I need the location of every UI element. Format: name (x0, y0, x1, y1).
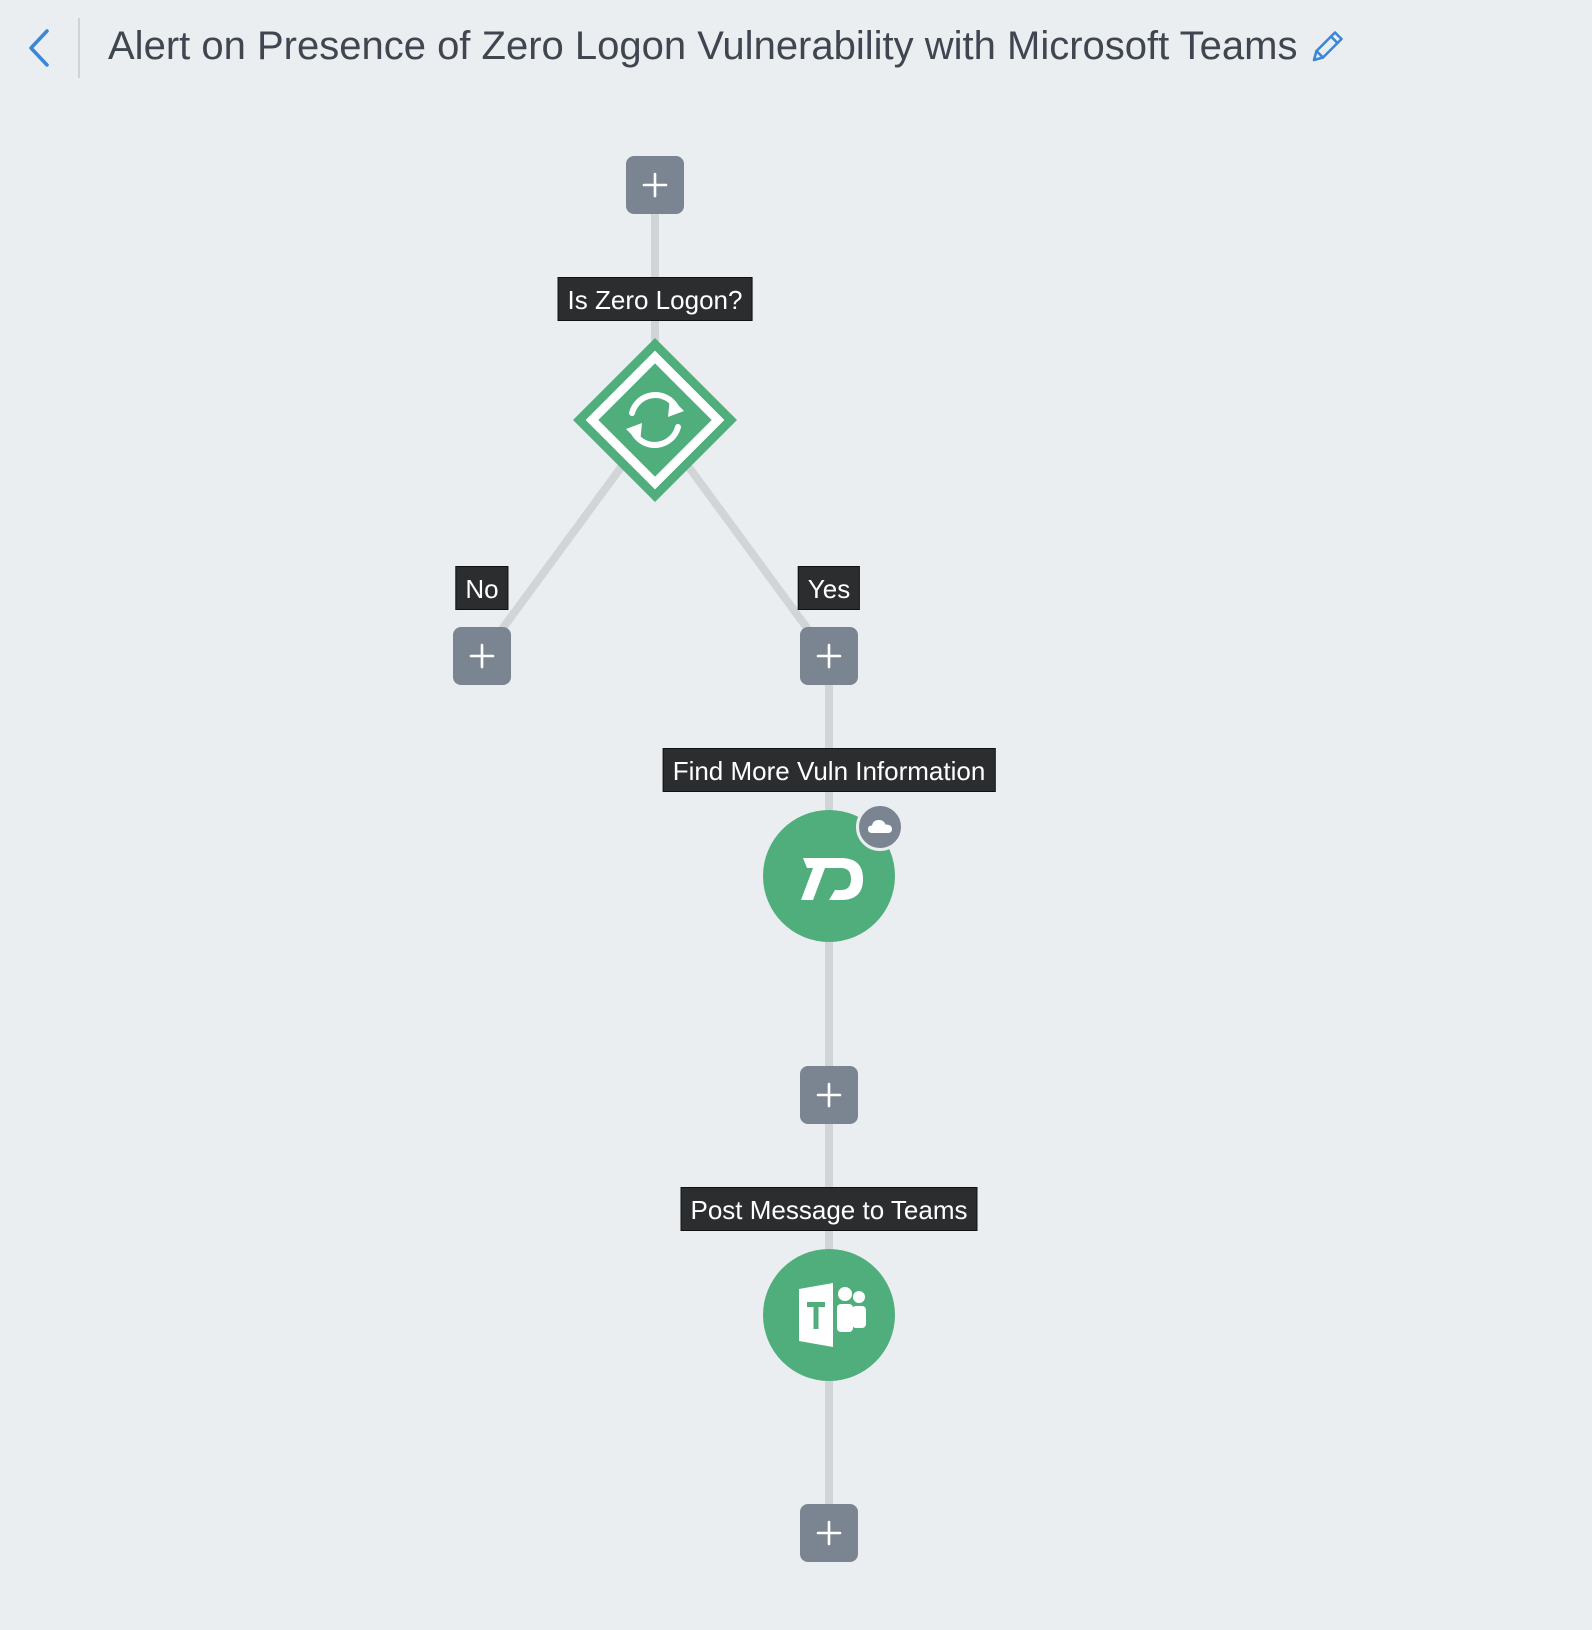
cloud-badge (856, 803, 904, 851)
action-node-find-more-vuln-information[interactable] (763, 810, 895, 942)
edit-title-button[interactable] (1308, 26, 1348, 66)
add-step-button-end[interactable] (800, 1504, 858, 1562)
plus-icon (469, 643, 495, 669)
header-divider (78, 18, 80, 78)
plus-icon (816, 1082, 842, 1108)
branch-label-no: No (455, 566, 509, 610)
chevron-left-icon (29, 29, 49, 67)
branch-label-yes: Yes (797, 566, 861, 610)
connector-yes-branch (684, 462, 814, 636)
plus-icon (816, 643, 842, 669)
step-label-post-message-to-teams[interactable]: Post Message to Teams (680, 1187, 978, 1231)
add-step-button-yes-branch[interactable] (800, 627, 858, 685)
action-node-post-message-to-teams[interactable] (763, 1249, 895, 1381)
add-step-button-no-branch[interactable] (453, 627, 511, 685)
plus-icon (816, 1520, 842, 1546)
workflow-header: Alert on Presence of Zero Logon Vulnerab… (0, 0, 1592, 96)
add-step-button-after-vuln[interactable] (800, 1066, 858, 1124)
rapid7-logo-icon (801, 858, 863, 900)
cloud-icon (868, 820, 892, 833)
plus-icon (642, 172, 668, 198)
microsoft-teams-logo-icon (799, 1283, 866, 1347)
pencil-icon (1312, 31, 1343, 62)
decision-node-is-zero-logon[interactable] (570, 335, 740, 505)
add-step-button-top[interactable] (626, 156, 684, 214)
back-button[interactable] (20, 22, 60, 72)
step-label-find-more-vuln-information[interactable]: Find More Vuln Information (662, 748, 996, 792)
loop-arrows-icon (573, 338, 737, 502)
step-label-is-zero-logon[interactable]: Is Zero Logon? (557, 277, 753, 321)
connector-no-branch (496, 462, 626, 636)
workflow-title: Alert on Presence of Zero Logon Vulnerab… (108, 24, 1298, 68)
